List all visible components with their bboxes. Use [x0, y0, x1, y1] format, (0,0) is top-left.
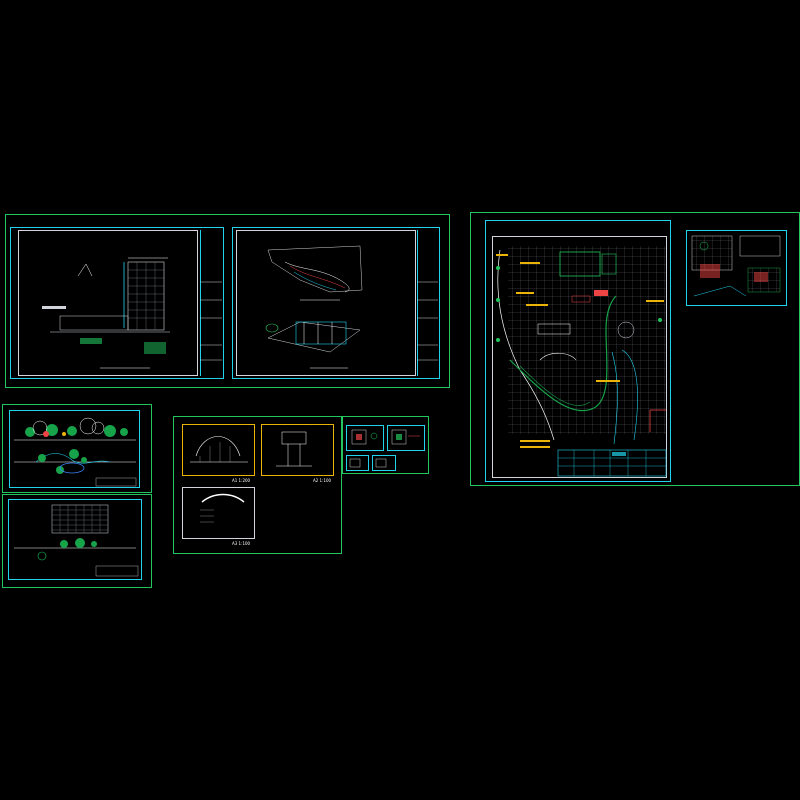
sheet-pavilion-perspective[interactable] — [232, 227, 440, 379]
drawing-frame-details[interactable] — [173, 416, 342, 554]
sheet-border-inner-2 — [236, 230, 416, 376]
detail-a1[interactable] — [182, 424, 255, 476]
sheet-retaining-wall-section[interactable] — [10, 227, 224, 379]
drawing-frame-landscape-section[interactable] — [2, 404, 152, 493]
mini-sheet-3[interactable] — [346, 455, 369, 471]
sheet-site-plan[interactable] — [485, 220, 671, 482]
sheet-wall-elevation[interactable] — [8, 499, 142, 580]
sheet-border-inner — [18, 230, 198, 376]
mini-sheet-1[interactable] — [346, 425, 384, 451]
title-block-strip — [200, 230, 222, 376]
sheet-site-plan-detail[interactable] — [686, 230, 787, 306]
detail-a2[interactable] — [261, 424, 334, 476]
scale-label-a2: A2 1:100 — [313, 478, 332, 483]
detail-a3[interactable] — [182, 487, 255, 539]
sheet-landscape-section[interactable] — [9, 410, 140, 488]
mini-sheet-2[interactable] — [387, 425, 425, 451]
drawing-frame-wall-elevation[interactable] — [2, 494, 152, 588]
drawing-frame-elevations[interactable] — [5, 214, 450, 388]
drawing-frame-mini-sheets[interactable] — [342, 416, 429, 474]
mini-sheet-4[interactable] — [372, 455, 396, 471]
scale-label-a3: A3 1:100 — [232, 541, 251, 546]
site-plan-border — [492, 236, 667, 478]
scale-label-a1: A1 1:200 — [232, 478, 251, 483]
title-block-strip-2 — [417, 230, 438, 376]
